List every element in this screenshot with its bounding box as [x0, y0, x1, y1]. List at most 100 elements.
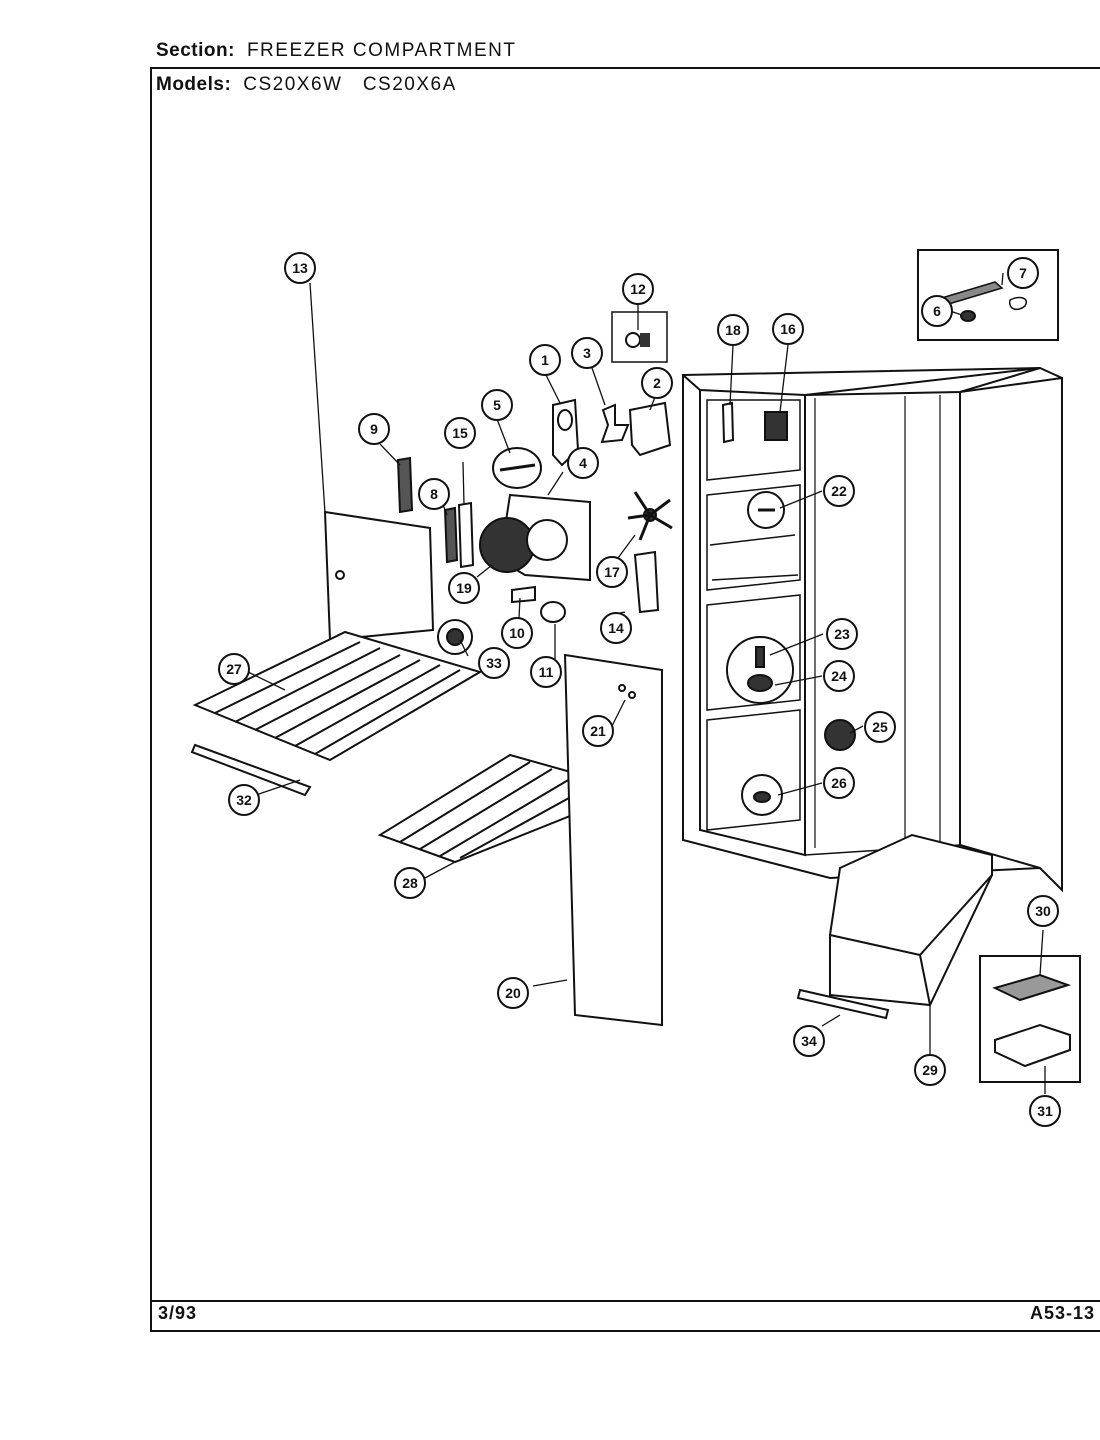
footer-date: 3/93	[158, 1303, 198, 1323]
callout-20: 20	[497, 977, 529, 1009]
callout-number: 14	[608, 620, 624, 636]
callout-11: 11	[530, 656, 562, 688]
models-value: CS20X6W CS20X6A	[243, 74, 457, 95]
callout-circle	[218, 653, 250, 685]
callout-number: 33	[486, 655, 502, 671]
callout-circle	[1007, 257, 1039, 289]
callout-number: 1	[541, 352, 549, 368]
callout-12: 12	[622, 273, 654, 305]
callout-number: 27	[226, 661, 242, 677]
footer-divider	[150, 1300, 1100, 1302]
callout-14: 14	[600, 612, 632, 644]
section-header: Section: FREEZER COMPARTMENT	[156, 40, 516, 62]
callout-34: 34	[793, 1025, 825, 1057]
callout-15: 15	[444, 417, 476, 449]
callout-number: 10	[509, 625, 525, 641]
callout-33: 33	[478, 647, 510, 679]
callout-2: 2	[641, 367, 673, 399]
callout-10: 10	[501, 617, 533, 649]
callout-circle	[914, 1054, 946, 1086]
callout-number: 22	[831, 483, 847, 499]
callout-number: 5	[493, 397, 501, 413]
callout-circle	[600, 612, 632, 644]
callout-7: 7	[1007, 257, 1039, 289]
callout-number: 11	[539, 664, 554, 680]
callout-3: 3	[571, 337, 603, 369]
callout-circle	[448, 572, 480, 604]
callout-circle	[567, 447, 599, 479]
callout-29: 29	[914, 1054, 946, 1086]
diagram-frame	[150, 67, 1100, 1332]
callout-number: 15	[452, 425, 468, 441]
inset-box-12	[611, 311, 668, 363]
callout-circle	[444, 417, 476, 449]
callout-25: 25	[864, 711, 896, 743]
callout-circle	[497, 977, 529, 1009]
callout-number: 13	[292, 260, 308, 276]
callout-27: 27	[218, 653, 250, 685]
callout-24: 24	[823, 660, 855, 692]
callout-number: 21	[590, 723, 606, 739]
callout-number: 32	[236, 792, 252, 808]
callout-circle	[529, 344, 561, 376]
callout-number: 25	[872, 719, 888, 735]
callout-circle	[596, 556, 628, 588]
callout-circle	[394, 867, 426, 899]
section-value: FREEZER COMPARTMENT	[246, 40, 517, 61]
callout-circle	[478, 647, 510, 679]
callout-circle	[582, 715, 614, 747]
callout-16: 16	[772, 313, 804, 345]
callout-6: 6	[921, 295, 953, 327]
inset-box-6-7	[917, 249, 1059, 341]
callout-32: 32	[228, 784, 260, 816]
callout-22: 22	[823, 475, 855, 507]
callout-circle	[284, 252, 316, 284]
section-label: Section:	[156, 40, 235, 61]
callout-number: 8	[430, 486, 438, 502]
callout-19: 19	[448, 572, 480, 604]
callout-circle	[823, 660, 855, 692]
callout-number: 23	[834, 626, 850, 642]
callout-number: 19	[456, 580, 472, 596]
callout-31: 31	[1029, 1095, 1061, 1127]
callout-circle	[501, 617, 533, 649]
callout-circle	[772, 313, 804, 345]
callout-number: 31	[1037, 1103, 1053, 1119]
callout-number: 26	[831, 775, 847, 791]
callout-circle	[481, 389, 513, 421]
callout-circle	[1027, 895, 1059, 927]
footer-page-code: A53-13	[1030, 1303, 1096, 1323]
callout-circle	[717, 314, 749, 346]
callout-number: 12	[630, 281, 646, 297]
inset-box-30-31	[979, 955, 1081, 1083]
callout-number: 2	[653, 375, 661, 391]
wire-shelf-27	[192, 630, 483, 762]
callout-number: 34	[801, 1033, 817, 1049]
callout-18: 18	[717, 314, 749, 346]
callout-circle	[864, 711, 896, 743]
callout-circle	[530, 656, 562, 688]
callout-circle	[823, 767, 855, 799]
callout-28: 28	[394, 867, 426, 899]
callout-number: 4	[579, 455, 587, 471]
callout-number: 28	[402, 875, 418, 891]
callout-26: 26	[823, 767, 855, 799]
callout-8: 8	[418, 478, 450, 510]
callout-circle	[228, 784, 260, 816]
callout-circle	[823, 475, 855, 507]
callout-number: 20	[505, 985, 521, 1001]
callout-number: 29	[922, 1062, 938, 1078]
callout-number: 17	[604, 564, 620, 580]
cabinet-drawing	[682, 366, 1063, 893]
callout-circle	[1029, 1095, 1061, 1127]
callout-21: 21	[582, 715, 614, 747]
callout-5: 5	[481, 389, 513, 421]
callout-circle	[921, 295, 953, 327]
callout-circle	[418, 478, 450, 510]
callout-number: 6	[933, 303, 941, 319]
callout-number: 30	[1035, 903, 1051, 919]
callout-23: 23	[826, 618, 858, 650]
callout-9: 9	[358, 413, 390, 445]
models-label: Models:	[156, 74, 232, 95]
models-header: Models: CS20X6W CS20X6A	[156, 74, 457, 96]
